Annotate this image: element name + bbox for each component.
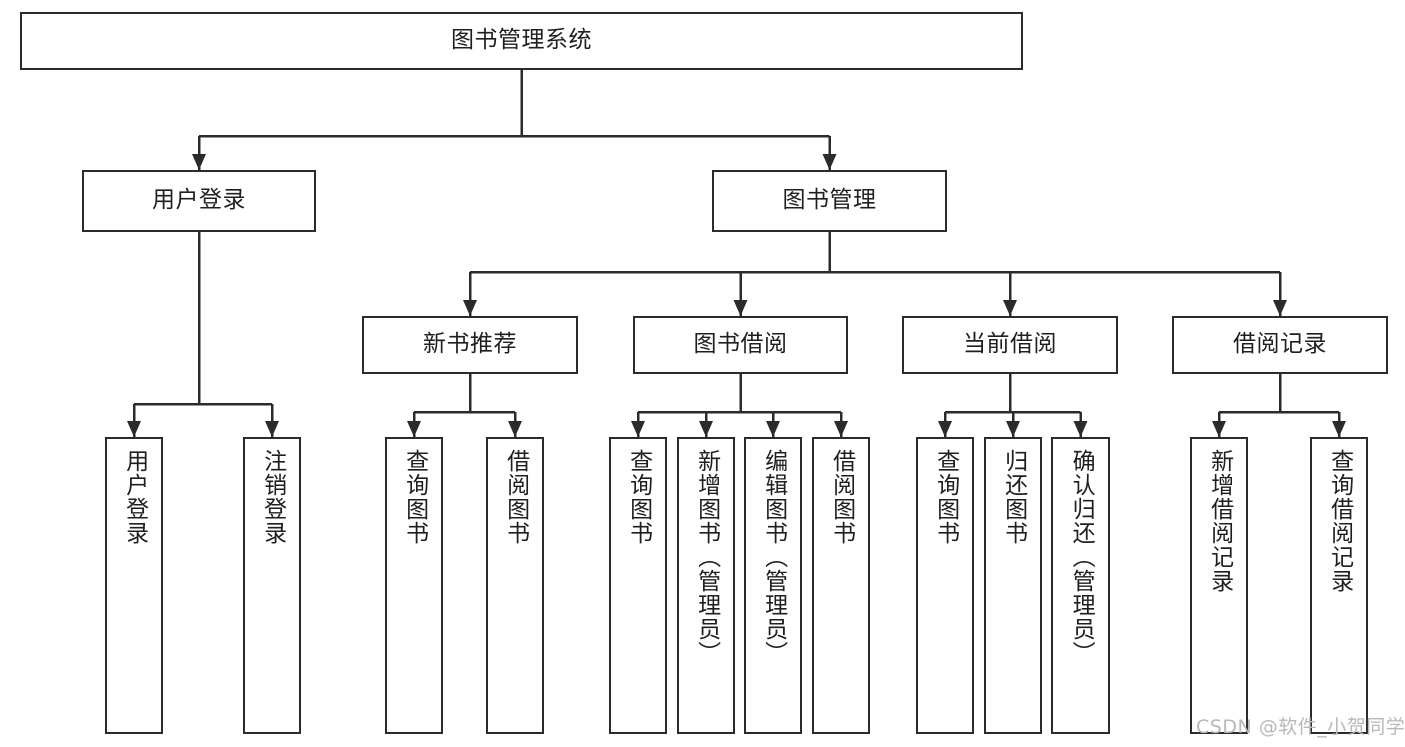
node-leaf-add-borrow-record[interactable]: 新增借阅记录	[1190, 437, 1248, 734]
node-label-root: 图书管理系统	[451, 27, 592, 54]
node-leaf-user-login[interactable]: 用户登录	[105, 437, 163, 734]
node-leaf-query-book-current[interactable]: 查询图书	[916, 437, 974, 734]
node-label-leaf-borrow-book-recommend: 借阅图书	[502, 449, 529, 545]
node-label-leaf-user-logout: 注销登录	[259, 449, 286, 545]
node-leaf-borrow-book[interactable]: 借阅图书	[812, 437, 870, 734]
node-label-leaf-add-borrow-record: 新增借阅记录	[1206, 449, 1233, 593]
node-book-borrow[interactable]: 图书借阅	[633, 316, 848, 374]
node-label-user-login: 用户登录	[152, 187, 246, 214]
node-borrow-record[interactable]: 借阅记录	[1172, 316, 1388, 374]
node-label-current-borrow: 当前借阅	[963, 331, 1057, 358]
node-label-leaf-confirm-return: 确认归还（管理员）	[1068, 449, 1095, 665]
node-leaf-user-logout[interactable]: 注销登录	[243, 437, 301, 734]
node-label-borrow-record: 借阅记录	[1233, 331, 1327, 358]
node-root[interactable]: 图书管理系统	[20, 12, 1023, 70]
node-current-borrow[interactable]: 当前借阅	[902, 316, 1118, 374]
node-label-book-management: 图书管理	[782, 187, 877, 214]
node-leaf-edit-book[interactable]: 编辑图书（管理员）	[744, 437, 802, 734]
node-label-leaf-query-book-recommend: 查询图书	[401, 449, 428, 545]
node-leaf-confirm-return[interactable]: 确认归还（管理员）	[1051, 437, 1110, 734]
node-label-leaf-query-book-current: 查询图书	[932, 449, 959, 545]
csdn-watermark: CSDN @软件_小贺同学	[1196, 716, 1405, 738]
node-label-book-borrow: 图书借阅	[693, 331, 788, 358]
node-leaf-borrow-book-recommend[interactable]: 借阅图书	[486, 437, 544, 734]
node-label-leaf-add-book: 新增图书（管理员）	[693, 449, 720, 665]
node-new-book-recommend[interactable]: 新书推荐	[362, 316, 578, 374]
node-label-leaf-query-book-borrow: 查询图书	[625, 449, 652, 545]
node-label-new-book-recommend: 新书推荐	[423, 331, 517, 358]
node-label-leaf-query-borrow-record: 查询借阅记录	[1326, 449, 1353, 593]
node-book-management[interactable]: 图书管理	[712, 170, 947, 232]
node-leaf-query-book-borrow[interactable]: 查询图书	[609, 437, 667, 734]
node-leaf-add-book[interactable]: 新增图书（管理员）	[677, 437, 735, 734]
node-leaf-query-book-recommend[interactable]: 查询图书	[385, 437, 443, 734]
node-leaf-query-borrow-record[interactable]: 查询借阅记录	[1310, 437, 1368, 734]
node-label-leaf-edit-book: 编辑图书（管理员）	[760, 449, 787, 665]
node-label-leaf-user-login: 用户登录	[121, 449, 148, 545]
node-label-leaf-return-book: 归还图书	[1000, 449, 1027, 545]
node-user-login[interactable]: 用户登录	[82, 170, 316, 232]
node-label-leaf-borrow-book: 借阅图书	[828, 449, 855, 545]
node-leaf-return-book[interactable]: 归还图书	[984, 437, 1042, 734]
